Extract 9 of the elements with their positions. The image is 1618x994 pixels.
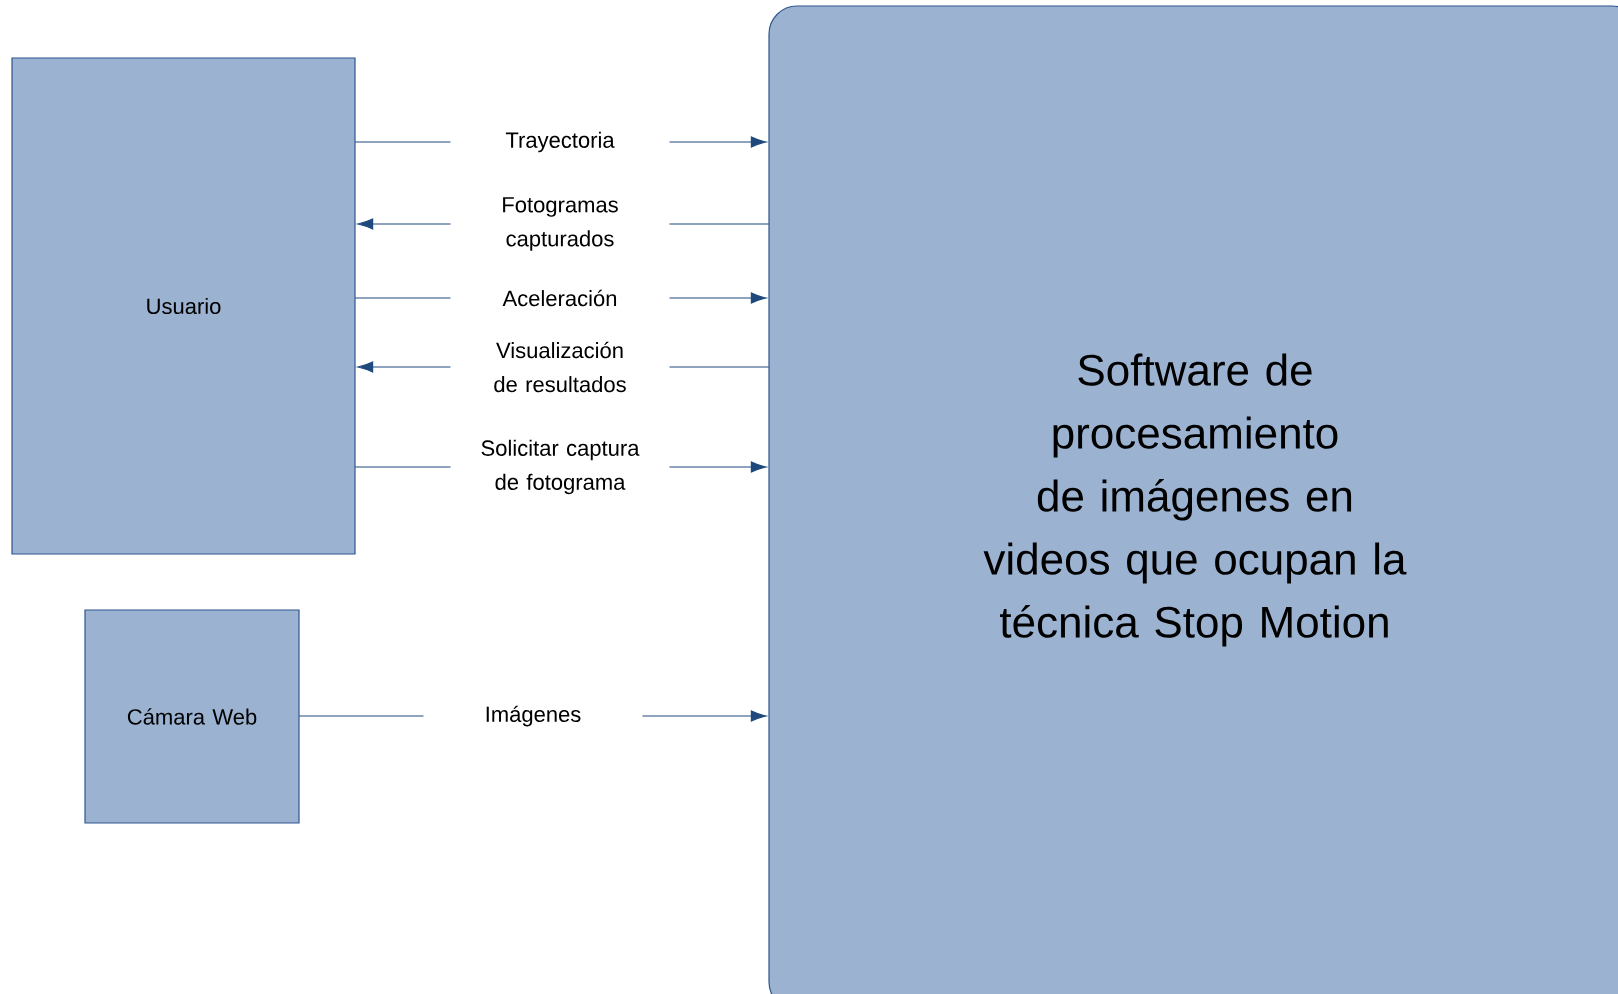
entity-box: Usuario [11,57,356,555]
process-box: Software de procesamiento de imágenes en videos que ocupan la técnica Stop Motion [768,5,1618,994]
edge-label: Trayectoria [450,129,670,155]
edge-label: Aceleración [450,287,670,309]
edge-label: Solicitar captura de fotograma [450,437,670,497]
entity-box: Cámara Web [84,609,300,824]
edge-label: Imágenes [423,703,643,729]
edge-label: Visualización de resultados [450,339,670,395]
edge-label: Fotogramas capturados [450,195,670,253]
